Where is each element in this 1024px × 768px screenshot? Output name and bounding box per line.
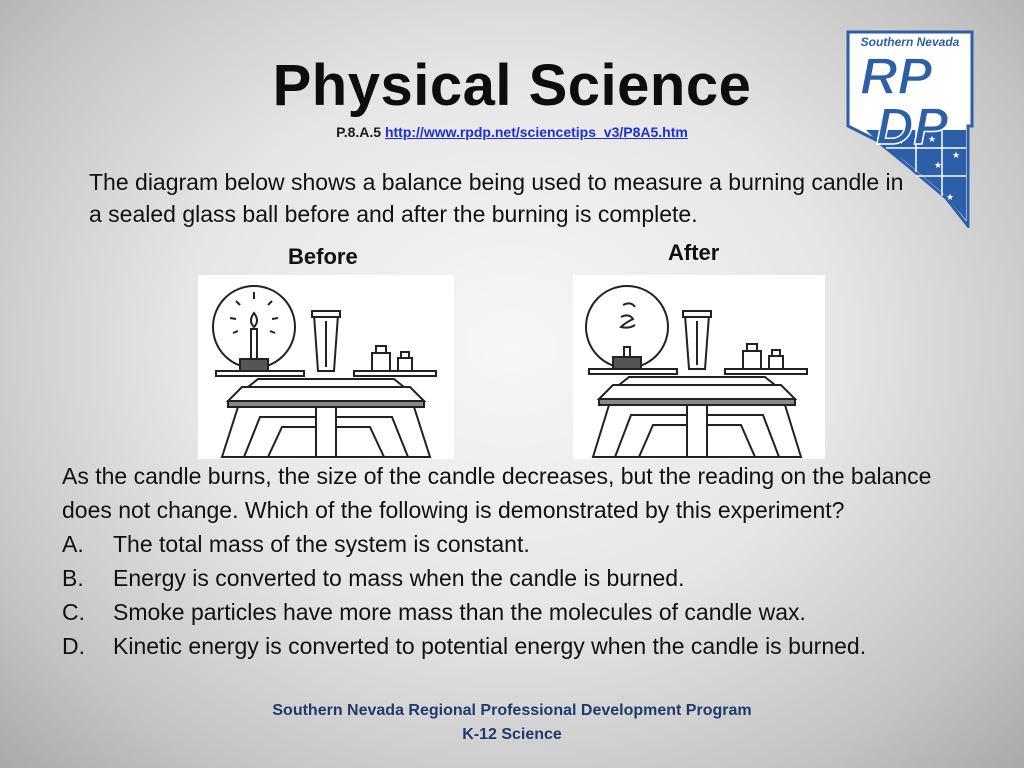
option-letter: B. — [62, 565, 84, 591]
option-text: The total mass of the system is constant… — [113, 531, 530, 557]
science-tips-link[interactable]: http://www.rpdp.net/sciencetips_v3/P8A5.… — [384, 124, 688, 140]
question-block: As the candle burns, the size of the can… — [62, 459, 982, 663]
slide-title: Physical Science — [272, 53, 752, 118]
option-d: D. Kinetic energy is converted to potent… — [62, 629, 982, 663]
after-balance-graphic — [585, 285, 808, 458]
option-letter: D. — [62, 633, 85, 659]
logo-top-text: Southern Nevada — [861, 35, 960, 49]
slide-subtitle: P.8.A.5 http://www.rpdp.net/sciencetips_… — [0, 124, 1024, 140]
after-label: After — [668, 240, 720, 265]
option-a: A. The total mass of the system is const… — [62, 527, 982, 561]
star-icon: ★ — [896, 137, 904, 147]
footer-program: K-12 Science — [462, 726, 562, 743]
option-text: Smoke particles have more mass than the … — [113, 599, 806, 625]
before-label: Before — [288, 244, 358, 269]
option-c: C. Smoke particles have more mass than t… — [62, 595, 982, 629]
star-icon: ★ — [934, 161, 942, 171]
option-letter: A. — [62, 531, 84, 557]
logo-rp-text: RP — [860, 48, 933, 106]
star-icon: ★ — [928, 135, 936, 145]
option-letter: C. — [62, 599, 85, 625]
option-text: Energy is converted to mass when the can… — [113, 565, 685, 591]
standard-code: P.8.A.5 — [336, 124, 382, 140]
before-balance-diagram — [198, 275, 454, 459]
star-icon: ★ — [946, 193, 954, 203]
before-balance-graphic — [212, 285, 437, 458]
star-icon: ★ — [952, 151, 960, 161]
option-b: B. Energy is converted to mass when the … — [62, 561, 982, 595]
footer-organization: Southern Nevada Regional Professional De… — [272, 702, 752, 719]
option-text: Kinetic energy is converted to potential… — [113, 633, 867, 659]
rpdp-logo: ★ ★ ★ ★ ★ Southern Nevada RP DP — [846, 30, 974, 231]
logo-dp-text: DP — [876, 98, 949, 156]
after-balance-diagram — [573, 275, 825, 459]
rpdp-logo-graphic: ★ ★ ★ ★ ★ Southern Nevada RP DP — [846, 30, 974, 231]
intro-text: The diagram below shows a balance being … — [89, 169, 904, 227]
question-text: As the candle burns, the size of the can… — [62, 463, 932, 523]
